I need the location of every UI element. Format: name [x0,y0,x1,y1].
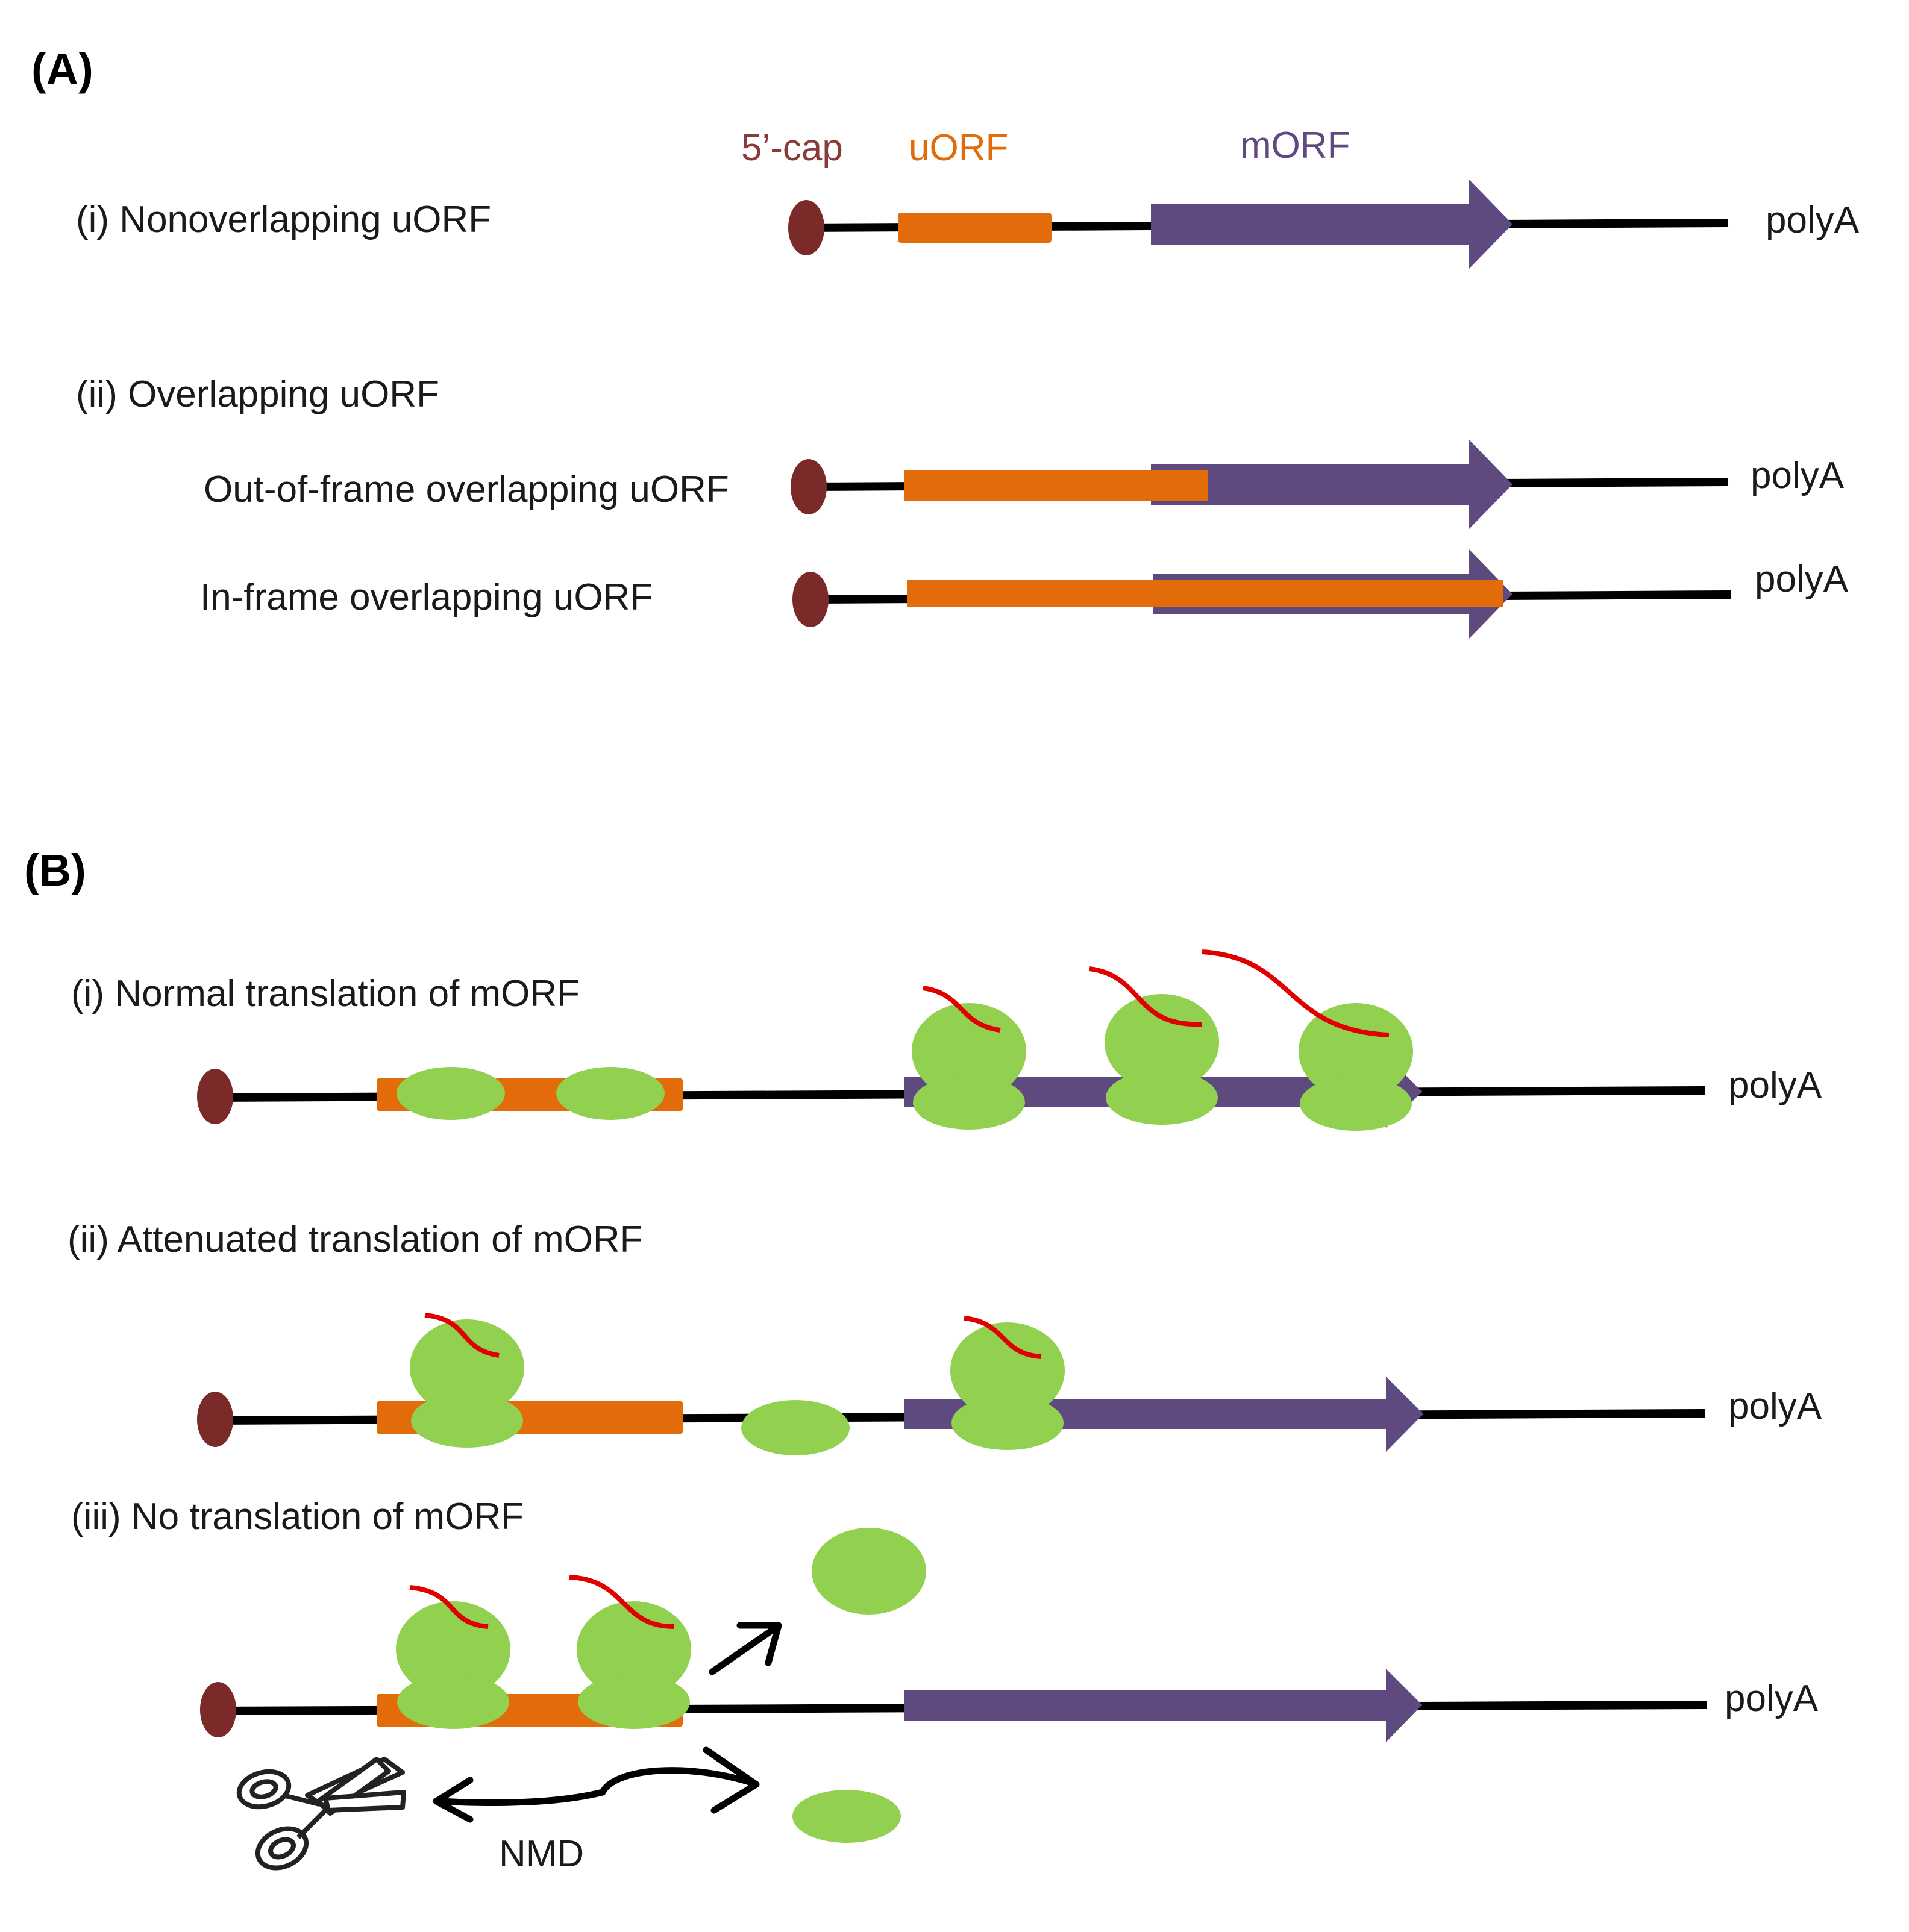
a-row-ii-out-polya: polyA [1751,455,1845,496]
cap-ellipse [788,200,824,255]
cap-ellipse [197,1069,233,1124]
cap-ellipse [792,572,829,627]
ribosome-small-subunit [411,1393,523,1448]
b-row-iii-polya: polyA [1725,1678,1819,1719]
cap-header: 5’-cap [741,127,843,169]
ribosome-large-subunit [950,1322,1065,1419]
ribosome-small-subunit [951,1396,1064,1450]
release-arrow-icon [709,1622,782,1675]
ribosome-small-subunit [913,1075,1025,1130]
released-large-subunit [812,1528,926,1615]
a-row-ii-in-label: In-frame overlapping uORF [200,577,653,618]
b-row-iii-mrna [200,1575,1707,1742]
a-row-ii-in-polya: polyA [1755,558,1849,600]
b-row-iii-label: (iii) No translation of mORF [71,1496,524,1537]
b-row-i-mrna [197,949,1706,1131]
cap-ellipse [197,1392,233,1447]
nmd-label: NMD [499,1833,584,1875]
a-row-ii-out-label: Out-of-frame overlapping uORF [204,469,729,510]
b-row-i-label: (i) Normal translation of mORF [71,973,580,1014]
a-row-i-label: (i) Nonoverlapping uORF [76,199,491,240]
ribosome-small-subunit [1106,1071,1218,1125]
b-row-i-polya: polyA [1728,1064,1822,1106]
uorf-bar [898,213,1052,243]
cap-ellipse [200,1682,236,1737]
uorf-header: uORF [909,127,1008,169]
a-row-i-mrna [788,180,1729,269]
a-row-ii-label: (ii) Overlapping uORF [76,374,439,415]
morf-arrow [1151,180,1512,269]
nmd-arrow-icon [433,1746,760,1823]
released-small-subunit [792,1790,901,1843]
a-row-ii-in-mrna [792,549,1731,639]
ribosome-small-subunit [397,1675,509,1729]
ribosome-small-subunit [578,1675,690,1729]
cap-ellipse [791,459,827,514]
ribosome-large-subunit [410,1319,524,1416]
scanning-ribosome [397,1067,505,1120]
morf-arrow [904,1377,1423,1452]
scanning-ribosome [741,1400,850,1455]
nascent-peptide [923,986,1001,1033]
nascent-peptide [1202,949,1390,1037]
scissors-icon [236,1757,406,1871]
panel-a-label: (A) [31,44,93,94]
panel-b-label: (B) [24,845,86,895]
nascent-peptide [1089,966,1203,1027]
nascent-peptide [964,1316,1042,1359]
ribosome-small-subunit [1300,1077,1412,1131]
nascent-peptide [569,1575,674,1629]
morf-header: mORF [1240,125,1350,166]
a-row-ii-out-mrna [791,440,1729,529]
morf-arrow [1151,440,1512,529]
nascent-peptide [409,1585,489,1629]
ribosome-large-subunit [1105,994,1219,1090]
a-row-i-polya: polyA [1766,199,1860,241]
ribosome-large-subunit [912,1003,1026,1099]
nascent-peptide [424,1313,500,1358]
scanning-ribosome [556,1067,665,1120]
b-row-ii-label: (ii) Attenuated translation of mORF [67,1219,643,1260]
uorf-bar [904,470,1208,501]
b-row-ii-polya: polyA [1728,1386,1822,1427]
ribosome-large-subunit [1299,1003,1413,1099]
b-row-ii-mrna [197,1313,1706,1455]
morf-arrow [904,1669,1422,1742]
uorf-bar [907,580,1503,607]
